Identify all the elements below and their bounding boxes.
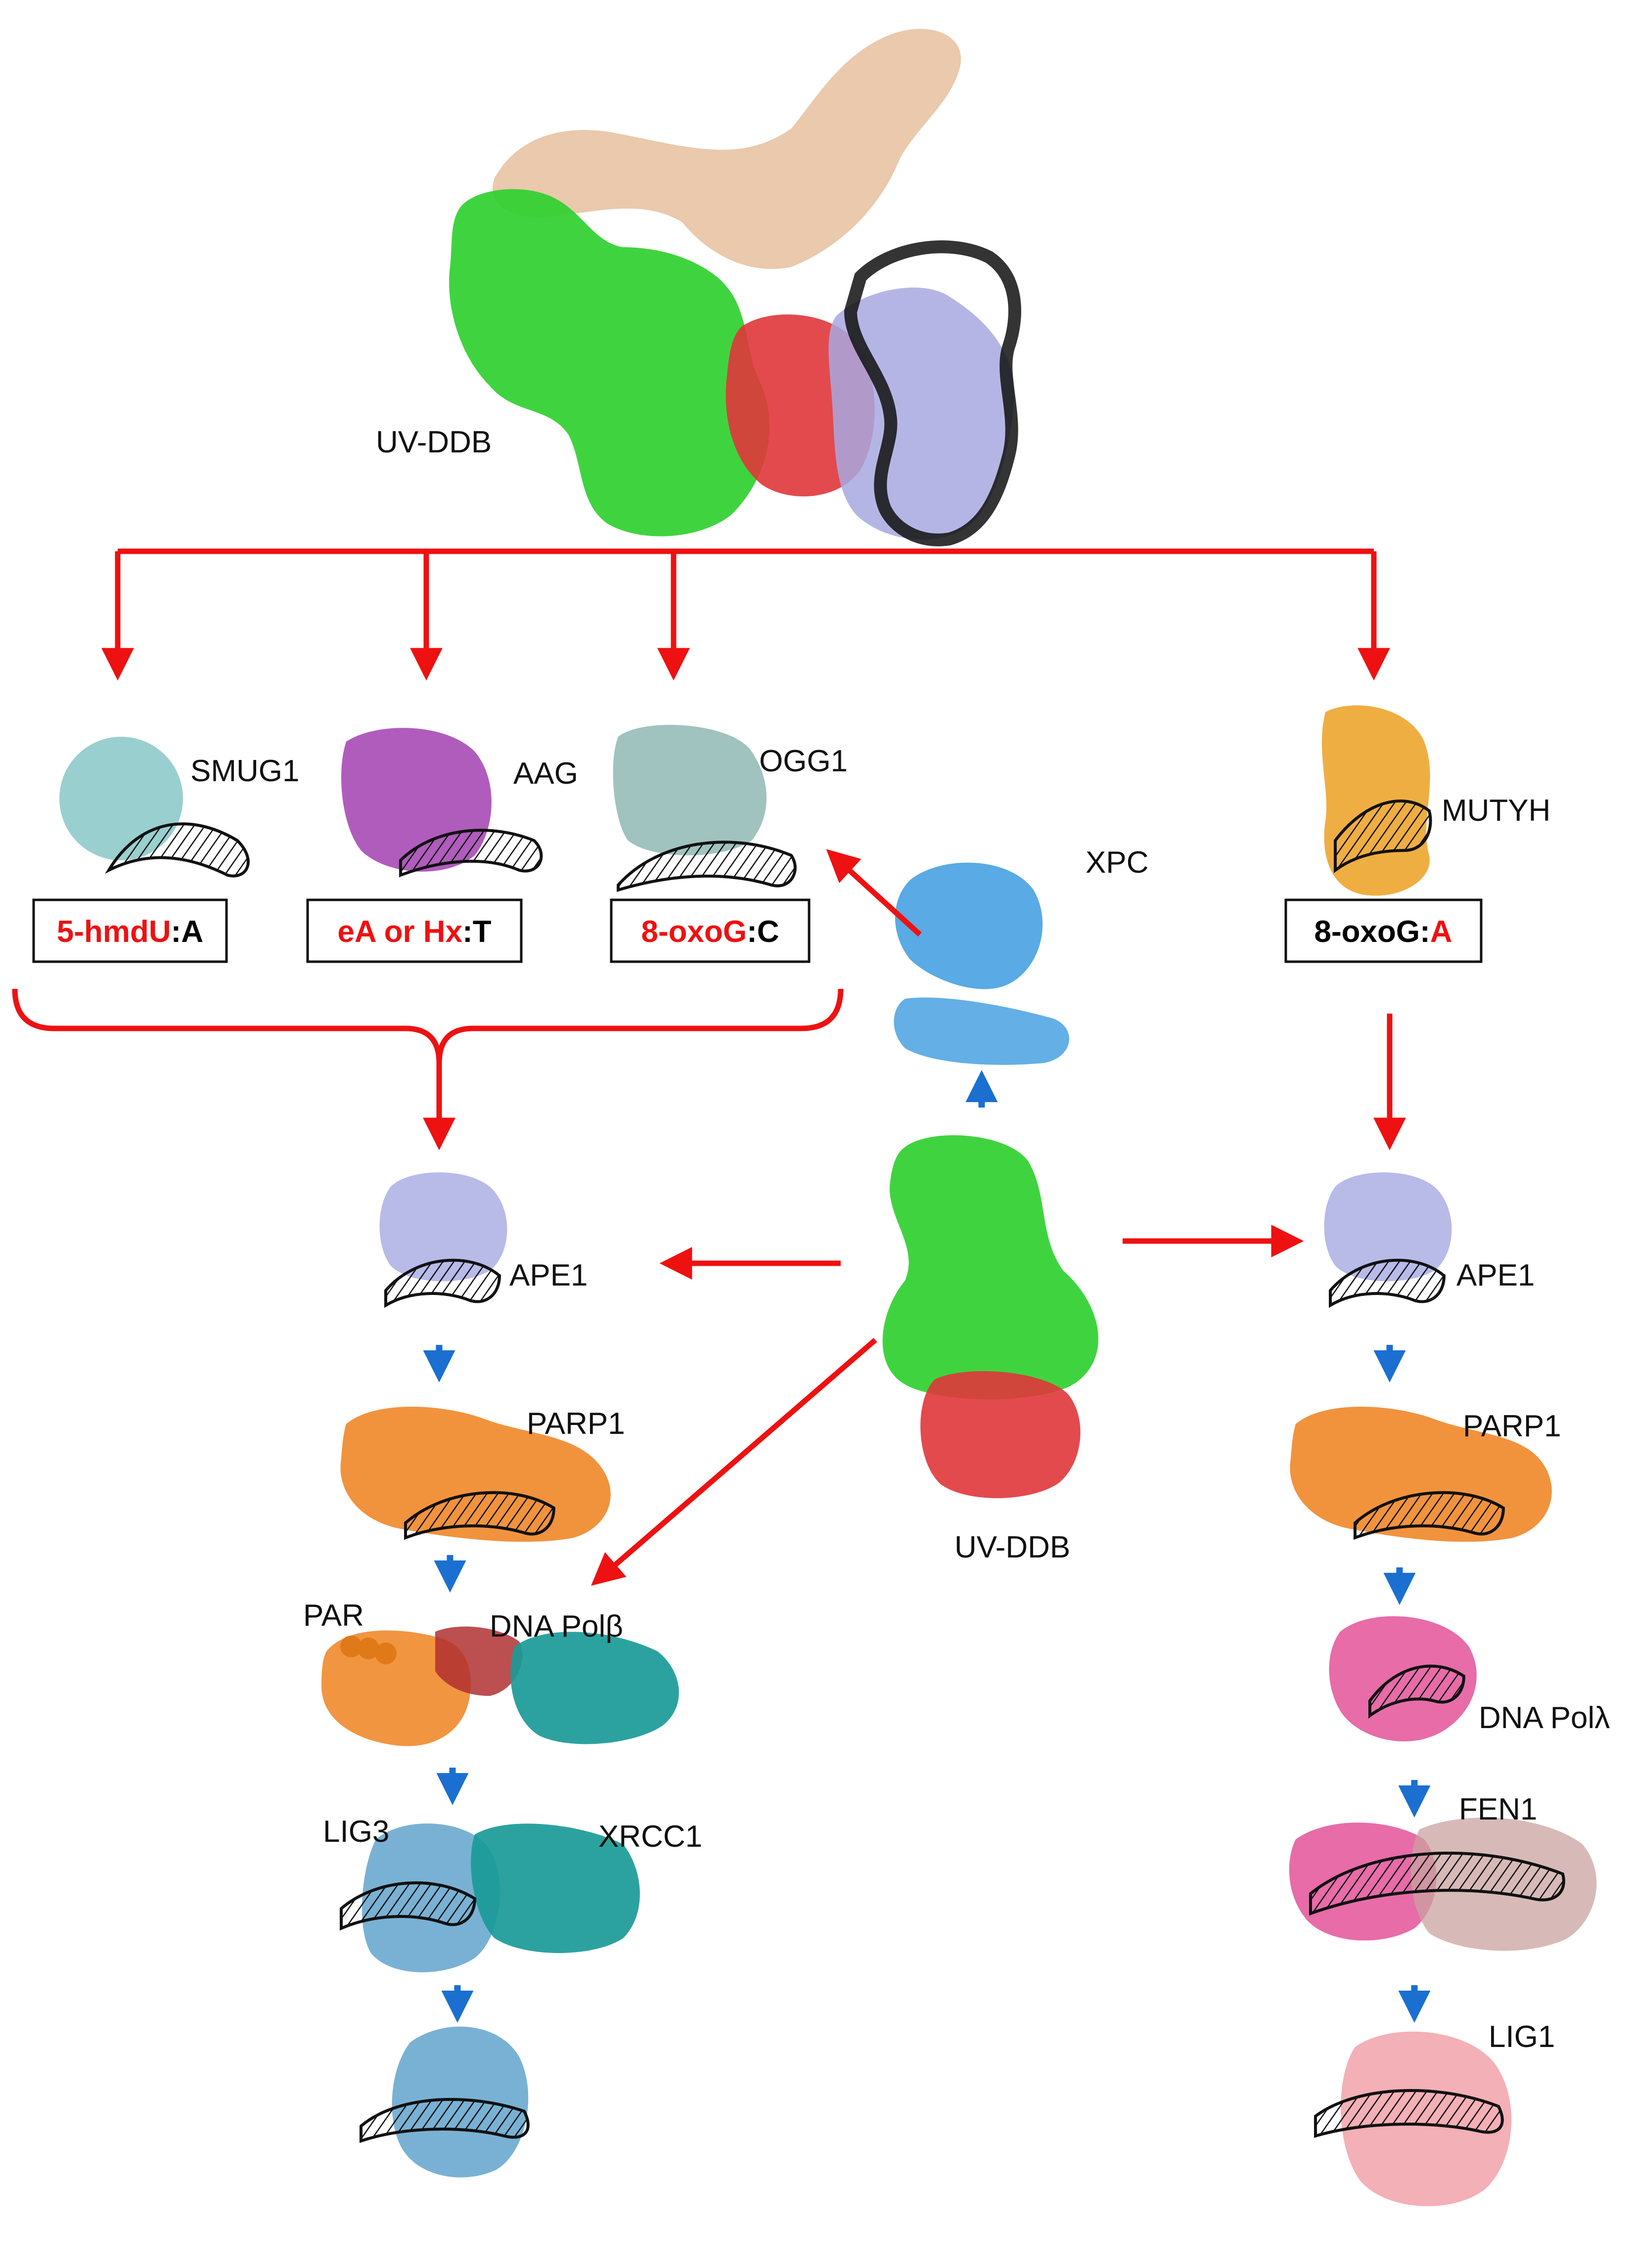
parp1-in-complex-structure (321, 1630, 471, 1746)
dna-helix-icon (617, 841, 797, 892)
dna-polb-label: DNA Polβ (490, 1609, 623, 1644)
parp1-left-label: PARP1 (527, 1407, 625, 1441)
xpc-protein-structure-lower (894, 997, 1070, 1065)
svg-text:eA or Hx:T: eA or Hx:T (337, 915, 491, 949)
final-lig3-group (360, 2026, 530, 2178)
dna-helix-icon (399, 829, 543, 878)
par-chain-bead (375, 1643, 397, 1664)
ape1-right-label: APE1 (1456, 1258, 1535, 1292)
arrow-xpc-to-ogg1 (826, 849, 922, 937)
dna-helix-icon (1354, 1491, 1505, 1540)
ogg1-protein-structure (613, 725, 767, 855)
dna-helix-icon (1334, 800, 1432, 873)
fen1-label: FEN1 (1459, 1792, 1537, 1826)
dna-helix-icon (105, 822, 250, 878)
dna-pol-lambda-label: DNA Polλ (1479, 1701, 1610, 1735)
ape1-protein-structure (379, 1172, 507, 1282)
lesion-box-ogg1: 8-oxoG:C (610, 898, 811, 963)
ddb1-protein-structure (449, 189, 770, 536)
pol-lambda-group: DNA Polλ (1329, 1616, 1610, 1741)
mutyh-group: MUTYH (1321, 705, 1550, 896)
parp1-right-group: PARP1 (1290, 1407, 1561, 1542)
xpc-protein-structure (895, 862, 1043, 989)
par-chain-bead (358, 1638, 379, 1659)
polb-protein-structure (435, 1626, 523, 1696)
polb-group: PAR DNA Polβ (303, 1599, 679, 1746)
xrcc1-protein-structure (471, 1823, 640, 1953)
dna-helix-icon (404, 1491, 556, 1540)
smug1-label: SMUG1 (190, 754, 299, 788)
lig1-label: LIG1 (1489, 2020, 1555, 2054)
ape1-right-group: APE1 (1324, 1172, 1535, 1308)
svg-text:8-oxoG:C: 8-oxoG:C (641, 915, 779, 949)
arrow-uvddb-to-polb (591, 1337, 877, 1586)
aag-label: AAG (513, 756, 578, 791)
merge-brace (12, 988, 844, 1064)
lesion-box-aag: eA or Hx:T (306, 898, 523, 963)
xpc-label: XPC (1086, 845, 1148, 880)
ape1-left-label: APE1 (509, 1258, 588, 1292)
mutyh-label: MUTYH (1442, 794, 1550, 828)
dna-helix-icon (1314, 2089, 1504, 2138)
dna-helix-icon (1329, 1258, 1446, 1308)
lig1-group: LIG1 (1314, 2020, 1555, 2207)
uvddb-top-label: UV-DDB (376, 425, 492, 459)
fen1-group: FEN1 (1289, 1792, 1597, 1951)
ddb1-protein-structure (882, 1135, 1098, 1399)
uvddb-nucleosome-complex: UV-DDB (376, 29, 1021, 546)
dna-helix-icon (384, 1258, 501, 1308)
uvddb-center-group: UV-DDB (882, 1135, 1098, 1564)
xrcc1-in-complex-structure (510, 1632, 679, 1744)
ogg1-group: OGG1 (613, 725, 848, 892)
ape1-protein-structure (1324, 1172, 1452, 1282)
nucleosome-dna-structure (844, 240, 1021, 546)
lesion-box-smug1: 5-hmdU:A (32, 898, 228, 963)
aag-group: AAG (341, 728, 578, 878)
ogg1-label: OGG1 (759, 744, 848, 778)
dna-helix-icon (1309, 1851, 1565, 1916)
ape1-left-group: APE1 (379, 1172, 588, 1308)
ddb2-protein-structure (920, 1371, 1081, 1498)
xpc-group: XPC (894, 845, 1148, 1065)
smug1-group: SMUG1 (59, 737, 299, 878)
dna-helix-icon (1368, 1664, 1466, 1719)
parp1-right-label: PARP1 (1463, 1409, 1561, 1443)
svg-text:8-oxoG:A: 8-oxoG:A (1314, 915, 1452, 949)
xrcc1-label: XRCC1 (598, 1820, 702, 1854)
dna-helix-icon (340, 1881, 477, 1931)
parp1-left-group: PARP1 (340, 1407, 625, 1542)
svg-text:5-hmdU:A: 5-hmdU:A (57, 915, 203, 949)
ddb1-tail-structure (493, 29, 961, 269)
uvddb-to-glycosylases-arrows (101, 548, 1390, 681)
uvddb-center-label: UV-DDB (954, 1530, 1070, 1564)
par-label: PAR (303, 1599, 364, 1633)
lesion-box-mutyh: 8-oxoG:A (1284, 898, 1483, 963)
par-chain-bead (340, 1636, 362, 1657)
lig3-xrcc1-group: LIG3 XRCC1 (323, 1815, 702, 1972)
lig3-label: LIG3 (323, 1815, 389, 1849)
dna-helix-icon (360, 2098, 530, 2143)
